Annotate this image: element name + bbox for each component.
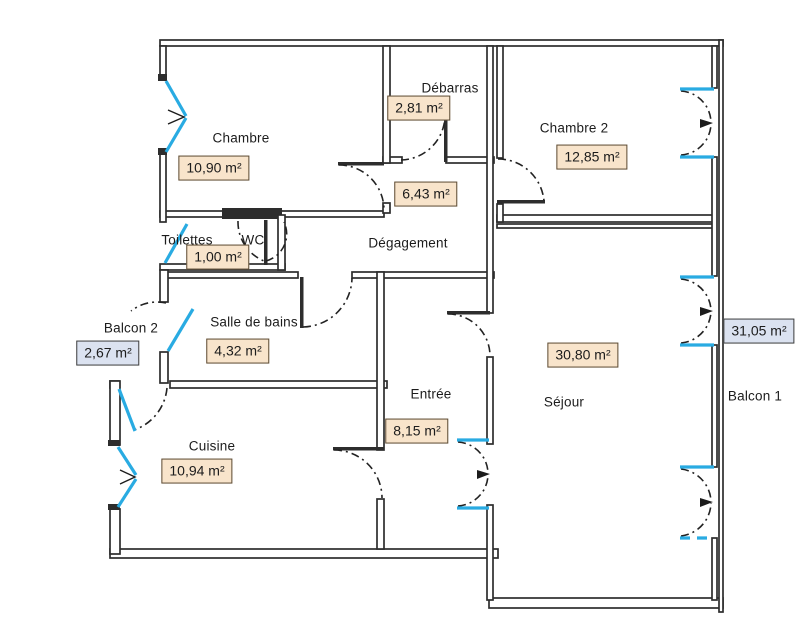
door-leaf <box>447 311 490 315</box>
door-arc <box>333 449 383 499</box>
area-label-balcon2: 2,67 m² <box>76 340 140 366</box>
room-name-chambre: Chambre <box>212 130 270 146</box>
door-arc <box>680 278 712 311</box>
room-name-entree: Entrée <box>410 386 452 402</box>
window-leaf <box>116 446 138 476</box>
walls <box>108 39 724 613</box>
room-name-degagement: Dégagement <box>368 235 448 251</box>
door-arc <box>680 90 712 124</box>
area-label-sejour: 30,80 m² <box>547 342 619 368</box>
door-arc <box>497 158 545 202</box>
room-name-balcon2: Balcon 2 <box>103 320 159 336</box>
door-arc <box>302 277 353 328</box>
area-label-cuisine: 10,94 m² <box>161 458 233 484</box>
door-leaf <box>264 220 268 265</box>
door-leaf <box>497 200 545 204</box>
area-label-entree: 8,15 m² <box>385 418 449 444</box>
door-arc <box>680 311 712 344</box>
door-arrow-icon <box>477 470 490 479</box>
door-arrow-icon <box>700 498 713 507</box>
window-chevron-icon <box>167 109 186 125</box>
door-leaf <box>444 119 448 162</box>
room-name-balcon1: Balcon 1 <box>727 388 783 404</box>
room-name-salle-de-bains: Salle de bains <box>210 314 298 330</box>
door-leaf <box>338 162 384 166</box>
door-leaf <box>300 277 304 328</box>
door-arc <box>400 115 446 161</box>
door-arc <box>680 502 712 537</box>
area-label-degagement: 6,43 m² <box>394 181 458 207</box>
window-chevron-icon <box>119 469 137 485</box>
area-label-debarras: 2,81 m² <box>387 95 451 121</box>
door-arc <box>447 313 491 357</box>
window-leaf <box>164 80 188 117</box>
door-arrow-icon <box>700 307 713 316</box>
door-arrow-icon <box>700 119 713 128</box>
door-leaves <box>264 119 545 451</box>
area-label-toilettes-wc: 1,00 m² <box>186 244 250 270</box>
area-label-chambre: 10,90 m² <box>178 155 250 181</box>
door-arc <box>133 387 168 431</box>
room-name-cuisine: Cuisine <box>188 438 236 454</box>
window-leaf <box>117 388 137 432</box>
room-name-chambre2: Chambre 2 <box>539 120 609 136</box>
area-label-salle-de-bains: 4,32 m² <box>206 338 270 364</box>
door-arc <box>457 474 489 507</box>
area-label-chambre2: 12,85 m² <box>556 144 628 170</box>
door-arc <box>265 221 288 262</box>
door-arc <box>130 301 167 312</box>
window-leaf <box>116 478 138 508</box>
room-name-debarras: Débarras <box>421 80 479 96</box>
room-name-wc: WC <box>241 232 265 248</box>
room-name-toilettes: Toilettes <box>161 232 213 248</box>
room-name-sejour: Séjour <box>543 394 585 410</box>
window-leaf <box>163 223 189 264</box>
door-arc <box>457 441 489 474</box>
door-arc <box>338 164 385 211</box>
windows <box>116 80 714 540</box>
door-arc <box>680 468 712 502</box>
door-arcs <box>130 90 713 537</box>
door-leaf <box>333 447 384 451</box>
window-leaf <box>164 117 188 153</box>
door-arc <box>680 123 712 156</box>
wall-lintel <box>222 208 282 219</box>
area-label-balcon1: 31,05 m² <box>723 318 795 344</box>
window-leaf <box>166 308 195 352</box>
